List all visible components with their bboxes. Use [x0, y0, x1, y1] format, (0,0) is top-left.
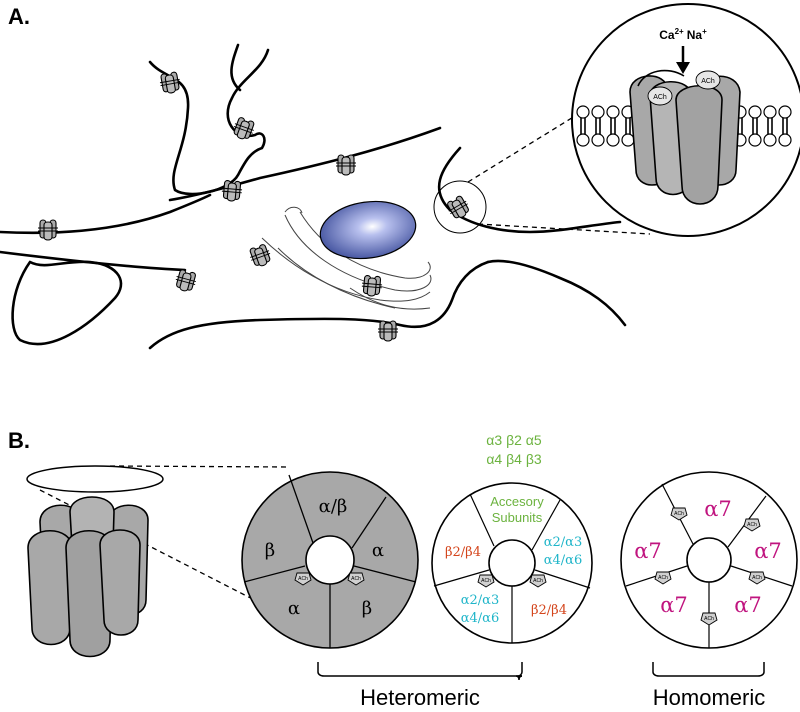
pentamer-side-view	[27, 496, 149, 658]
lipid-head	[748, 105, 762, 119]
nucleus	[319, 200, 417, 260]
accessory-line-1: α3 β2 α5	[486, 432, 542, 448]
generic-left-label: β	[265, 540, 275, 561]
homo-bottom-left-label: α7	[660, 593, 688, 617]
homo-left-label: α7	[634, 539, 662, 563]
svg-text:ACh: ACh	[704, 616, 714, 622]
ach-bound-right	[695, 70, 721, 90]
generic-bottom-right-label: β	[362, 598, 372, 619]
zoom-line-top	[467, 107, 589, 183]
panel-b-label: B.	[8, 428, 30, 453]
svg-text:ACh: ACh	[533, 578, 543, 584]
accessory-label-1: Accesory	[490, 494, 544, 509]
lipid-head	[778, 105, 792, 119]
accessory-line-2: α4 β4 β3	[486, 451, 542, 467]
svg-text:ACh: ACh	[351, 576, 361, 582]
generic-subunit-ring: ACh ACh α/β β α α β	[241, 471, 419, 649]
homomeric-label: Homomeric	[653, 685, 765, 710]
zoom-line-b-top	[109, 465, 291, 468]
membrane-receptor	[629, 69, 741, 205]
ion-flow-arrowhead	[676, 62, 690, 74]
svg-text:ACh: ACh	[747, 522, 757, 528]
lipid-head	[591, 105, 605, 119]
ion-label: Ca2+Na+	[659, 27, 707, 42]
homo-bottom-right-label: α7	[734, 593, 762, 617]
panel-a-label: A.	[8, 4, 30, 29]
zoom-line-bottom	[477, 223, 651, 235]
svg-text:ACh: ACh	[752, 575, 762, 581]
lipid-head	[591, 133, 605, 147]
ach-bound-left	[647, 86, 673, 106]
generic-right-label: α	[372, 540, 384, 561]
svg-text:ACh: ACh	[674, 511, 684, 517]
lipid-head	[576, 105, 590, 119]
ach-label-right: ACh	[701, 78, 715, 85]
homo-right-label: α7	[754, 539, 782, 563]
homomeric-ring: ACh ACh ACh ACh ACh α7 α7 α7 α7 α7	[620, 471, 798, 649]
homo-top-label: α7	[704, 497, 732, 521]
endoplasmic-reticulum	[261, 206, 432, 310]
cell-membrane	[0, 43, 627, 350]
generic-bottom-left-label: α	[288, 598, 300, 619]
pore-ellipse	[26, 465, 164, 493]
generic-top-label: α/β	[319, 496, 348, 517]
lipid-head	[606, 133, 620, 147]
zoom-source-circle	[433, 180, 487, 234]
lipid-head	[763, 105, 777, 119]
hetero-left-label: β2/β4	[445, 545, 481, 560]
lipid-head	[748, 133, 762, 147]
hetero-bottom-left-2: α4/α6	[461, 611, 499, 626]
heteromeric-brace	[317, 662, 523, 681]
lipid-head	[621, 133, 635, 147]
lipid-head	[576, 133, 590, 147]
lipid-head	[778, 133, 792, 147]
lipid-head	[763, 133, 777, 147]
zoom-line-b-bottom	[39, 489, 271, 609]
hetero-bottom-left-1: α2/α3	[461, 593, 499, 608]
hetero-right-label-2: α4/α6	[544, 553, 582, 568]
homomeric-brace	[652, 662, 765, 677]
heteromeric-ring: α3 β2 α5 α4 β4 β3 ACh ACh Accesory Subun…	[431, 432, 593, 644]
svg-text:ACh: ACh	[298, 576, 308, 582]
hetero-bottom-right: β2/β4	[531, 603, 567, 618]
svg-text:ACh: ACh	[658, 575, 668, 581]
heteromeric-label: Heteromeric	[360, 685, 480, 710]
ach-label-left: ACh	[653, 94, 667, 101]
accessory-label-2: Subunits	[492, 510, 543, 525]
lipid-head	[606, 105, 620, 119]
svg-text:ACh: ACh	[481, 578, 491, 584]
hetero-right-label-1: α2/α3	[544, 535, 582, 550]
